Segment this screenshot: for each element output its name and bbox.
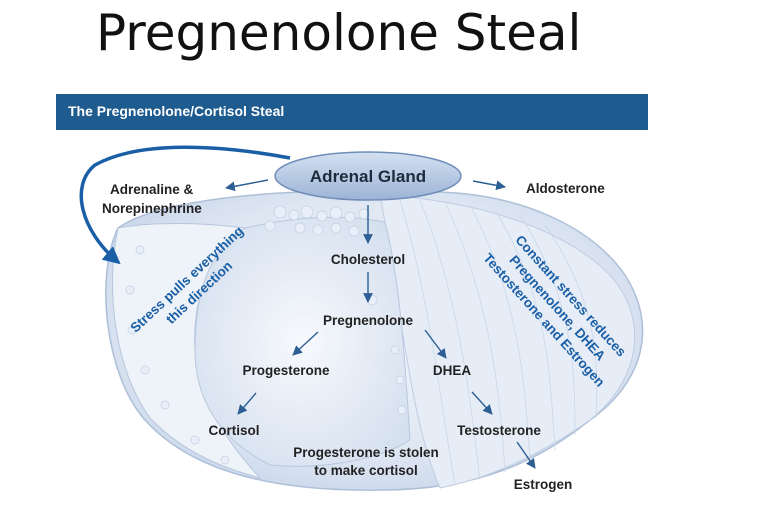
- arrow-to-cortisol: [237, 392, 257, 415]
- stolen-note-line1: Progesterone is stolen: [293, 445, 439, 460]
- banner-title: The Pregnenolone/Cortisol Steal: [68, 103, 285, 119]
- arrow-to-progesterone: [292, 331, 319, 356]
- adrenal-gland-oval: [274, 151, 462, 201]
- cortisol-label: Cortisol: [208, 423, 259, 438]
- arrow-to-estrogen: [516, 441, 536, 469]
- striation-lines: [399, 199, 598, 486]
- stress-curved-arrow: [79, 145, 291, 265]
- testosterone-label: Testosterone: [457, 423, 541, 438]
- arrow-to-dhea: [424, 329, 447, 359]
- arrow-to-testosterone: [471, 391, 493, 415]
- banner: The Pregnenolone/Cortisol Steal: [56, 94, 648, 130]
- estrogen-label: Estrogen: [514, 477, 573, 492]
- arrow-to-adrenaline: [225, 179, 269, 192]
- stolen-note-line2: to make cortisol: [314, 463, 418, 478]
- norepinephrine-label-text: Norepinephrine: [102, 201, 202, 216]
- cholesterol-label: Cholesterol: [331, 252, 405, 267]
- aldosterone-label: Aldosterone: [526, 181, 605, 196]
- pathway-arrows: [225, 179, 536, 469]
- cell-texture: [125, 205, 407, 465]
- adrenaline-label: Adrenaline &: [110, 182, 194, 197]
- adrenal-gland-label: Adrenal Gland: [310, 167, 426, 186]
- progesterone-label: Progesterone: [242, 363, 330, 378]
- pregnenolone-label: Pregnenolone: [323, 313, 414, 328]
- gland-medulla: [194, 216, 411, 467]
- slide-title: Pregnenolone Steal: [96, 4, 582, 62]
- arrow-to-aldosterone: [472, 180, 506, 191]
- dhea-label: DHEA: [433, 363, 472, 378]
